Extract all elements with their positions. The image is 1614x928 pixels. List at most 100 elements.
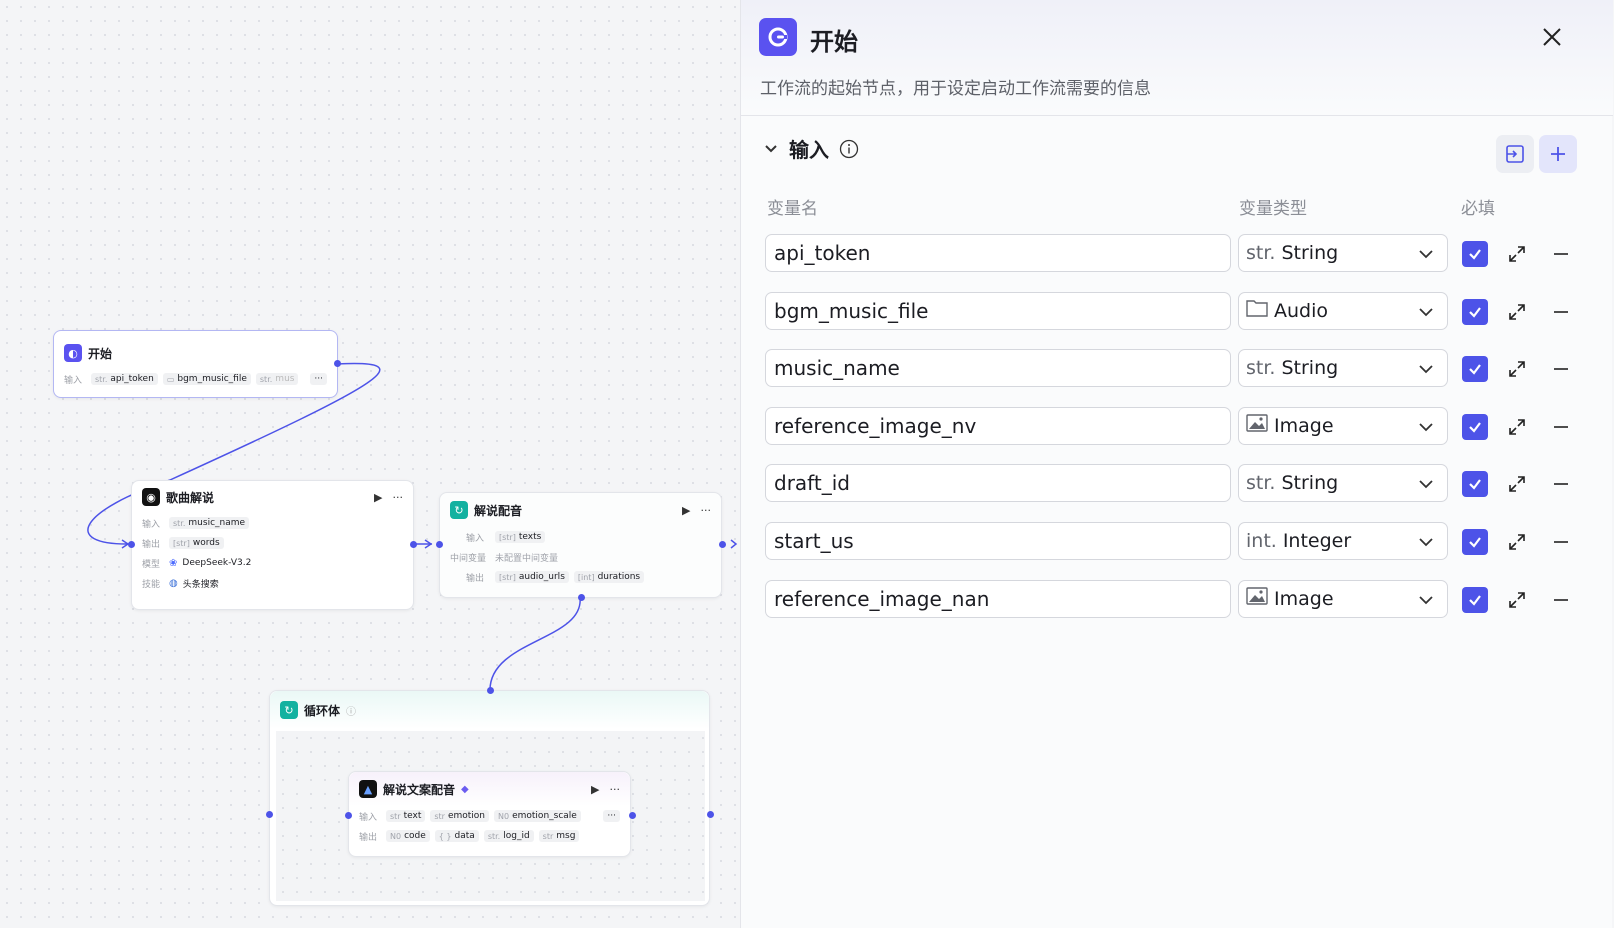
variable-row: int.Integer	[765, 522, 1585, 562]
required-checkbox[interactable]	[1462, 241, 1488, 267]
expand-button[interactable]	[1505, 357, 1529, 381]
variable-name-input[interactable]	[765, 464, 1231, 503]
check-icon	[1469, 422, 1481, 433]
panel-title: 开始	[810, 28, 858, 56]
param-chip: [str]audio_urls	[495, 571, 569, 583]
type-prefix: str.	[1246, 242, 1276, 264]
expand-icon	[1509, 361, 1525, 377]
workflow-canvas[interactable]: ◐ 开始 输入 str.api_token ▭bgm_music_file st…	[0, 0, 740, 928]
more-icon[interactable]: ···	[392, 490, 404, 504]
node-title: 循环体	[304, 703, 341, 718]
start-node[interactable]: ◐ 开始 输入 str.api_token ▭bgm_music_file st…	[53, 330, 341, 398]
remove-button[interactable]	[1549, 357, 1573, 381]
chevron-down-icon	[1419, 480, 1433, 489]
remove-button[interactable]	[1549, 300, 1573, 324]
col-header-type: 变量类型	[1239, 199, 1307, 219]
start-node-panel: 开始 工作流的起始节点，用于设定启动工作流需要的信息 输入 变量名 变量类型 必…	[740, 0, 1613, 928]
expand-button[interactable]	[1505, 530, 1529, 554]
tts-icon: ▲	[359, 780, 377, 798]
variable-name-input[interactable]	[765, 234, 1231, 272]
folder-icon: ▭	[166, 374, 175, 384]
variable-type-select[interactable]: int.Integer	[1238, 522, 1448, 560]
variable-type-select[interactable]: Audio	[1238, 291, 1448, 330]
chevron-down-icon	[1419, 538, 1433, 547]
node-title: 解说文案配音	[383, 782, 456, 797]
info-icon[interactable]: ⓘ	[346, 706, 357, 718]
remove-button[interactable]	[1549, 242, 1573, 266]
variable-type-select[interactable]: str.String	[1238, 349, 1448, 388]
more-icon[interactable]: ···	[609, 782, 621, 796]
param-chip: str.log_id	[483, 830, 534, 842]
variable-type-select[interactable]: str.String	[1238, 234, 1448, 272]
required-checkbox[interactable]	[1462, 298, 1488, 325]
variable-name-input[interactable]	[765, 406, 1231, 445]
required-checkbox[interactable]	[1462, 413, 1488, 440]
add-variable-button[interactable]	[1539, 135, 1577, 173]
remove-button[interactable]	[1549, 588, 1573, 612]
run-icon[interactable]: ▶	[374, 490, 383, 504]
expand-button[interactable]	[1505, 300, 1529, 324]
variable-type-select[interactable]: str.String	[1238, 464, 1448, 503]
start-icon	[759, 18, 797, 56]
more-params-button[interactable]: ···	[603, 810, 620, 822]
required-checkbox[interactable]	[1462, 586, 1488, 613]
chevron-down-icon	[1419, 250, 1433, 259]
chevron-down-icon	[1419, 595, 1433, 604]
remove-button[interactable]	[1549, 530, 1573, 554]
param-chip: str.music_name	[169, 517, 250, 529]
type-prefix: str.	[1246, 357, 1276, 380]
remove-button[interactable]	[1549, 415, 1573, 439]
required-checkbox[interactable]	[1462, 471, 1488, 498]
input-section-header[interactable]: 输入	[763, 134, 859, 163]
variable-name-input[interactable]	[765, 291, 1231, 330]
variable-row: Audio	[765, 291, 1585, 332]
image-icon	[1246, 414, 1268, 437]
node-title: 开始	[88, 346, 113, 361]
required-checkbox[interactable]	[1462, 529, 1488, 555]
node-title: 解说配音	[474, 503, 523, 518]
remove-button[interactable]	[1549, 472, 1573, 496]
variable-name-input[interactable]	[765, 579, 1231, 618]
expand-button[interactable]	[1505, 472, 1529, 496]
chevron-down-icon	[1419, 423, 1433, 432]
expand-button[interactable]	[1505, 415, 1529, 439]
run-icon[interactable]: ▶	[591, 782, 600, 796]
start-icon: ◐	[64, 344, 82, 362]
import-button[interactable]	[1496, 135, 1534, 173]
variable-name-input[interactable]	[765, 522, 1231, 560]
input-label: 输入	[142, 519, 161, 530]
param-chip: str.api_token	[91, 373, 158, 385]
more-icon[interactable]: ···	[700, 503, 712, 517]
variable-type-select[interactable]: Image	[1238, 579, 1448, 618]
expand-button[interactable]	[1505, 588, 1529, 612]
param-chip: str.mus	[255, 373, 299, 385]
mid-var-value: 未配置中间变量	[495, 553, 559, 564]
close-button[interactable]	[1537, 22, 1567, 52]
minus-icon	[1554, 541, 1568, 543]
output-label: 输出	[359, 832, 378, 843]
variable-name-input[interactable]	[765, 349, 1231, 388]
run-icon[interactable]: ▶	[682, 503, 691, 517]
chevron-down-icon	[1419, 307, 1433, 316]
image-icon	[1246, 587, 1268, 610]
variable-type-select[interactable]: Image	[1238, 406, 1448, 445]
check-icon	[1469, 306, 1481, 318]
narration-voice-node[interactable]: ↻ 解说配音 ▶··· 输入[str]texts 中间变量未配置中间变量 输出[…	[436, 492, 726, 601]
variable-type-label: Audio	[1274, 299, 1329, 322]
variable-row: Image	[765, 579, 1585, 620]
expand-button[interactable]	[1505, 242, 1529, 266]
expand-icon	[1509, 476, 1525, 493]
expand-icon	[1509, 534, 1525, 550]
minus-icon	[1554, 483, 1568, 486]
required-checkbox[interactable]	[1462, 356, 1488, 383]
skill-icon: ◍	[169, 577, 178, 589]
more-params-button[interactable]: ···	[310, 373, 327, 385]
param-chip: ▭bgm_music_file	[162, 373, 251, 385]
minus-icon	[1554, 310, 1568, 313]
param-chip: [int]durations	[573, 571, 645, 583]
info-icon	[839, 139, 859, 158]
param-chip: [str]texts	[495, 531, 546, 543]
